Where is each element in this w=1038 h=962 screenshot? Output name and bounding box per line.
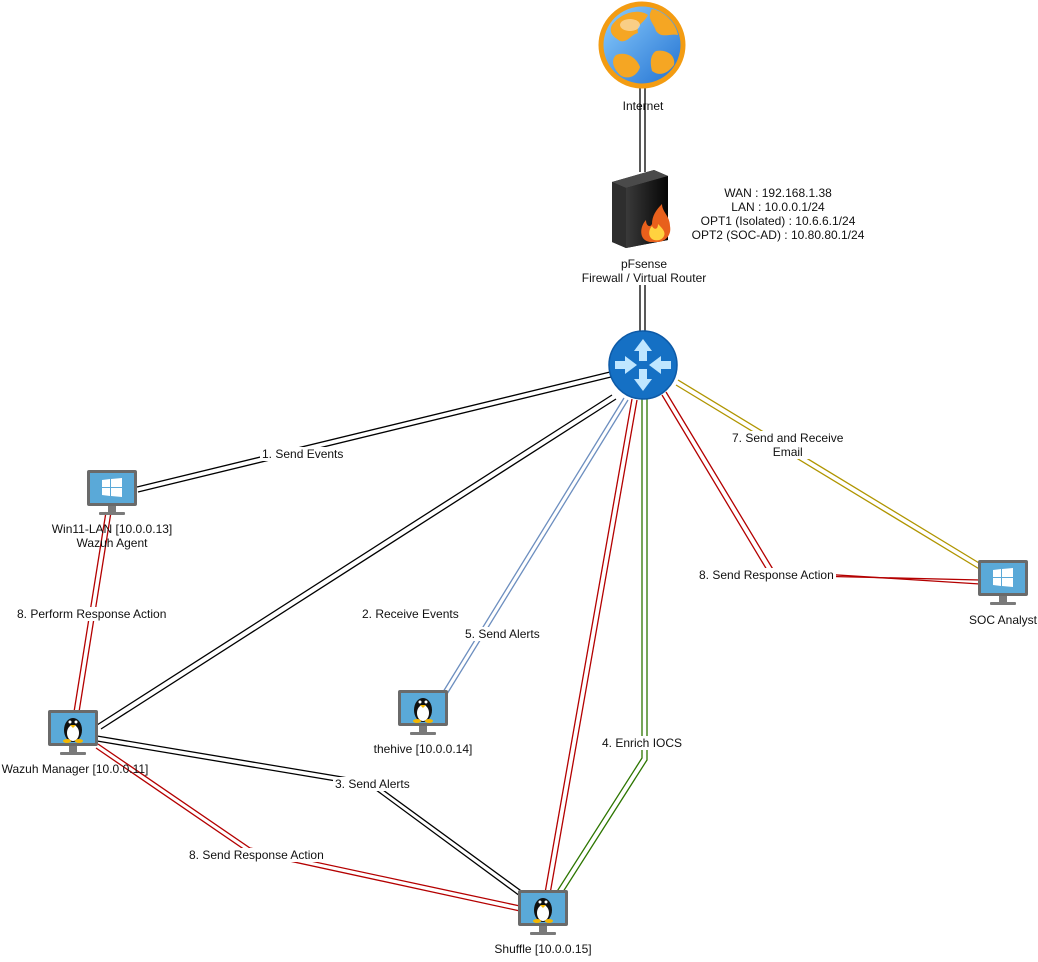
link-router-soc-gold — [675, 379, 985, 571]
windows-monitor-icon[interactable] — [978, 560, 1028, 605]
firewall-interfaces-info: WAN : 192.168.1.38 LAN : 10.0.0.1/24 OPT… — [680, 186, 876, 242]
link-internet-firewall — [639, 80, 646, 172]
internet-label-text: Internet — [622, 99, 664, 113]
link-wazuh-manager-shuffle-black — [96, 735, 525, 897]
firewall-lan: LAN : 10.0.0.1/24 — [731, 200, 825, 214]
firewall-icon[interactable] — [612, 170, 671, 248]
shuffle-label: Shuffle [10.0.0.15] — [478, 942, 608, 956]
edge-label-send-alerts-5: 5. Send Alerts — [463, 627, 542, 641]
edge-label-send-response-action-analyst: 8. Send Response Action — [697, 568, 836, 582]
firewall-label-name: pFsense — [620, 257, 668, 271]
email-label-line2: Email — [772, 445, 803, 459]
email-label-line1: 7. Send and Receive — [732, 431, 844, 445]
edge-label-send-alerts-3: 3. Send Alerts — [333, 777, 412, 791]
linux-monitor-icon[interactable] — [48, 710, 98, 755]
edge-label-receive-events: 2. Receive Events — [360, 607, 461, 621]
thehive-label: thehive [10.0.0.14] — [358, 742, 488, 756]
links-layer — [73, 80, 985, 912]
firewall-label: pFsense Firewall / Virtual Router — [564, 257, 724, 285]
edge-label-perform-response-action: 8. Perform Response Action — [15, 607, 169, 621]
win11-label-role: Wazuh Agent — [76, 536, 148, 550]
wazuh-manager-label: Wazuh Manager [10.0.0.11] — [0, 762, 150, 776]
link-router-soc-red — [661, 391, 981, 585]
link-router-shuffle-red — [544, 398, 638, 895]
wazuh-manager-label-text: Wazuh Manager [10.0.0.11] — [1, 762, 149, 776]
linux-monitor-icon[interactable] — [398, 690, 448, 735]
soc-analyst-label-text: SOC Analyst — [968, 613, 1038, 627]
thehive-label-text: thehive [10.0.0.14] — [373, 742, 473, 756]
linux-monitor-icon[interactable] — [518, 890, 568, 935]
soc-analyst-label: SOC Analyst — [954, 613, 1038, 627]
edge-label-send-response-action-manager: 8. Send Response Action — [187, 848, 326, 862]
link-router-wazuh-manager — [96, 394, 617, 730]
firewall-wan: WAN : 192.168.1.38 — [724, 186, 832, 200]
edge-label-send-events: 1. Send Events — [260, 447, 346, 461]
link-router-shuffle-green — [555, 398, 648, 896]
link-firewall-router — [639, 285, 646, 332]
edge-label-enrich-iocs: 4. Enrich IOCS — [600, 736, 685, 750]
link-wazuh-manager-shuffle-red — [95, 743, 521, 912]
firewall-opt2: OPT2 (SOC-AD) : 10.80.80.1/24 — [691, 228, 865, 242]
firewall-label-role: Firewall / Virtual Router — [581, 271, 707, 285]
globe-icon[interactable] — [598, 1, 686, 89]
win11-label: Win11-LAN [10.0.0.13] Wazuh Agent — [32, 522, 192, 550]
shuffle-label-text: Shuffle [10.0.0.15] — [494, 942, 592, 956]
link-router-win11 — [136, 371, 612, 493]
windows-monitor-icon[interactable] — [87, 470, 137, 515]
firewall-opt1: OPT1 (Isolated) : 10.6.6.1/24 — [700, 214, 856, 228]
internet-label: Internet — [600, 99, 686, 113]
router-icon[interactable] — [608, 330, 678, 400]
edge-label-send-receive-email: 7. Send and Receive Email — [730, 431, 846, 459]
link-router-thehive — [442, 397, 629, 695]
win11-label-host: Win11-LAN [10.0.0.13] — [51, 522, 173, 536]
